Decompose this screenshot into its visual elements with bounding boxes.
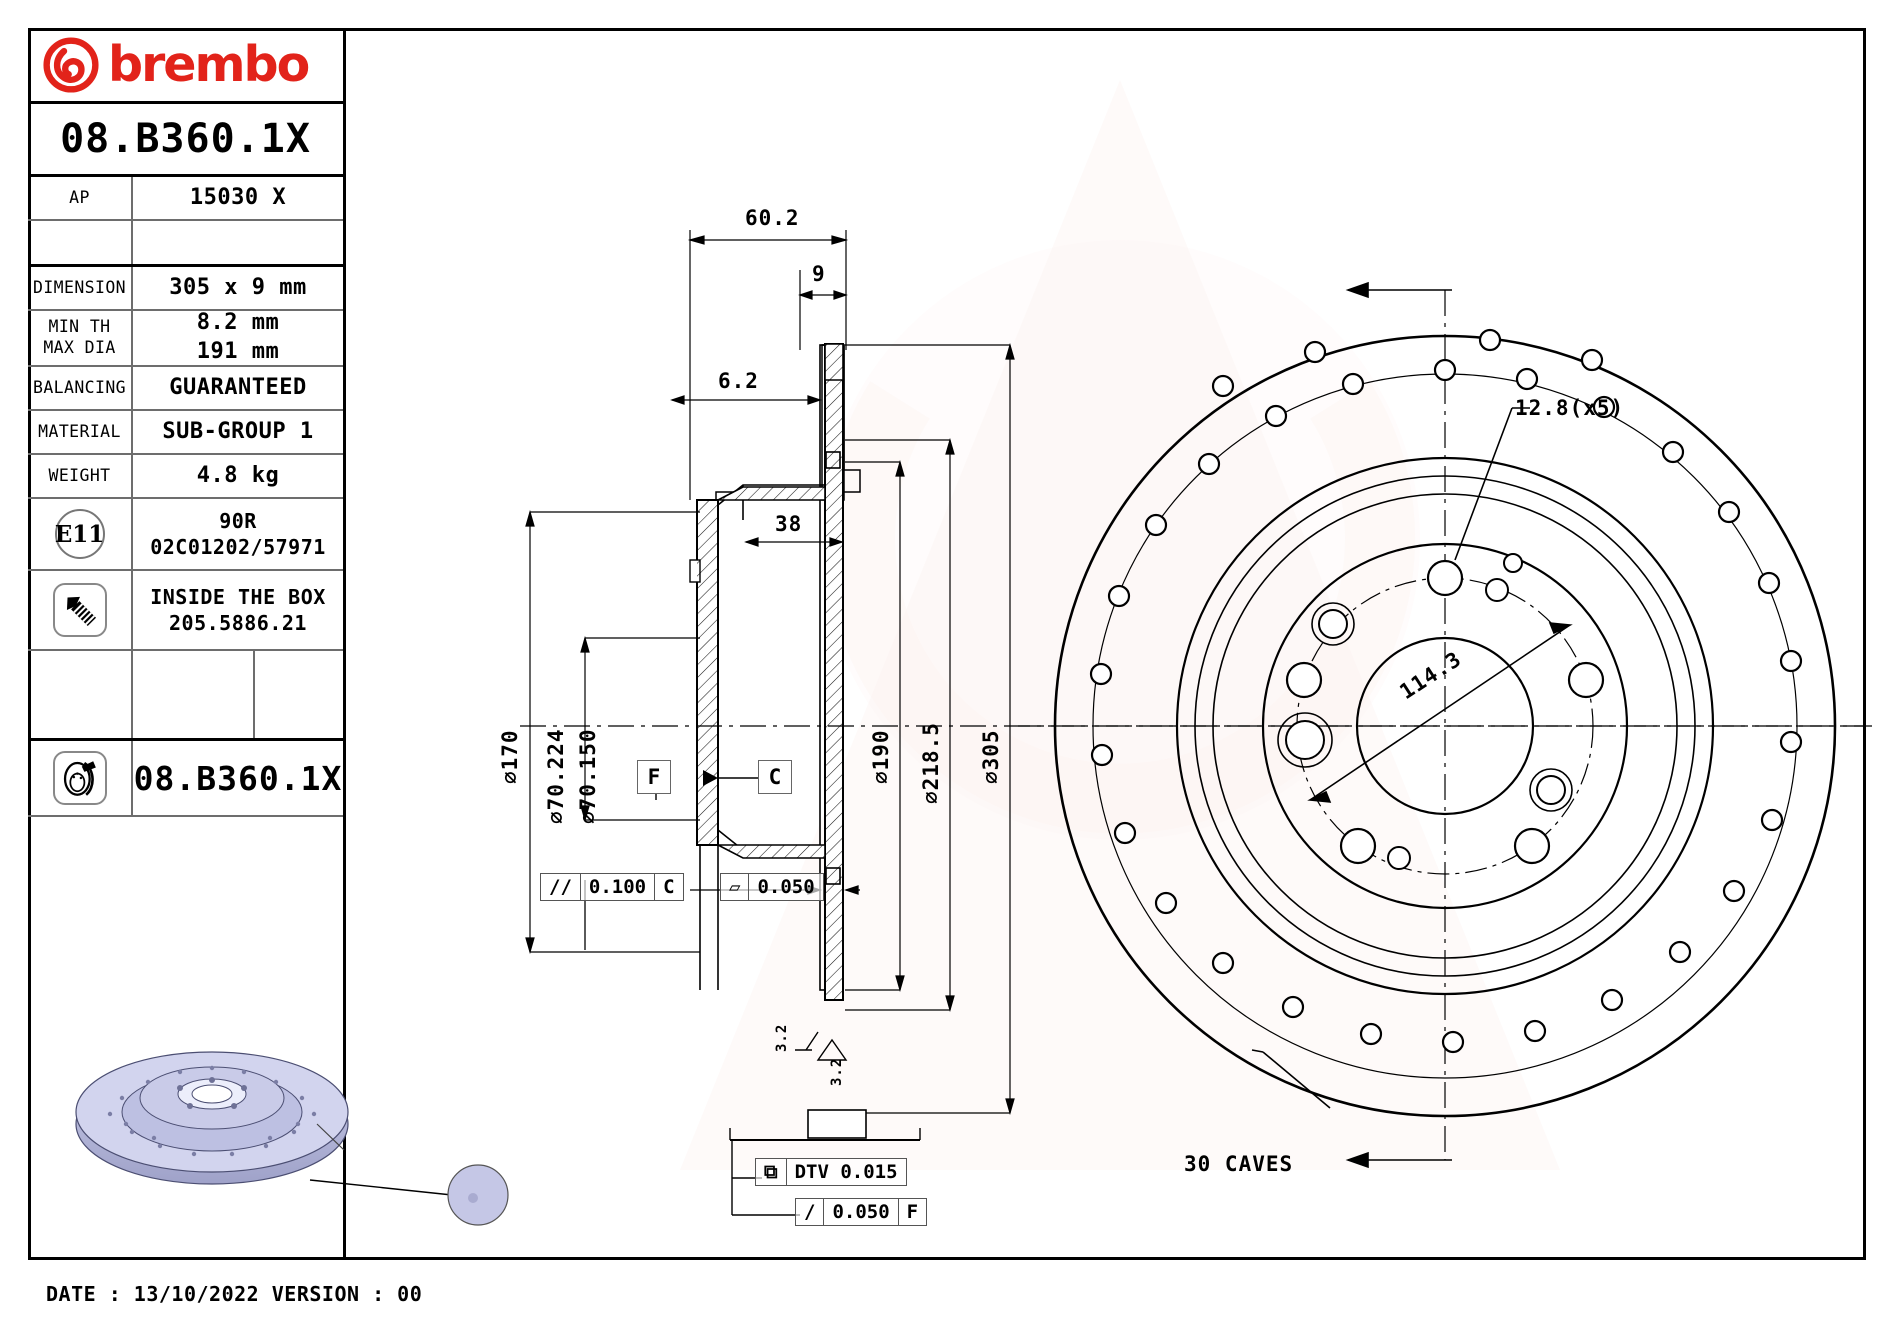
tol-flat-value: 0.050 [757, 876, 815, 898]
dim-dia-190: ⌀190 [869, 729, 893, 784]
brembo-logo-icon [43, 36, 99, 93]
weight-label-cell: WEIGHT [28, 455, 133, 497]
runout-symbol: / [796, 1199, 825, 1225]
brembo-wordmark: brembo [108, 36, 310, 93]
screw-icon-cell [28, 571, 133, 649]
datum-f: F [637, 760, 671, 794]
max-dia-value: 191 mm [196, 339, 280, 364]
row-material: MATERIAL SUB-GROUP 1 [28, 411, 343, 455]
homologation-value-cell: 90R 02C01202/57971 [133, 499, 343, 569]
e11-mark-cell: E11 [28, 499, 133, 569]
dim-pad-thickness: 9 [812, 262, 826, 286]
row-accessory: INSIDE THE BOX 205.5886.21 [28, 571, 343, 651]
weight-value-cell: 4.8 kg [133, 455, 343, 497]
material-value: SUB-GROUP 1 [162, 418, 314, 444]
row-homologation: E11 90R 02C01202/57971 [28, 499, 343, 571]
dim-dia-218-5: ⌀218.5 [919, 722, 943, 804]
balancing-value-cell: GUARANTEED [133, 367, 343, 409]
drawing-frame [28, 28, 1866, 1260]
weight-label: WEIGHT [48, 465, 111, 485]
screw-icon [52, 583, 107, 637]
dimension-value-cell: 305 x 9 mm [133, 267, 343, 309]
dim-dia-70-224: ⌀70.224 [544, 728, 568, 824]
dimension-value: 305 x 9 mm [169, 274, 307, 300]
material-value-cell: SUB-GROUP 1 [133, 411, 343, 453]
accessory-line-1: INSIDE THE BOX [150, 585, 326, 609]
e11-text: E11 [54, 520, 105, 548]
runout-value: 0.050 [824, 1199, 899, 1225]
row-disc-part: 08.B360.1X [28, 741, 343, 817]
ap-value: 15030 X [189, 184, 287, 210]
blank2-value-cell [133, 651, 343, 738]
blank2-label-cell [28, 651, 133, 738]
dim-hat-depth: 38 [775, 512, 803, 536]
disc-icon-cell [28, 741, 133, 815]
datum-c: C [758, 760, 792, 794]
ap-value-cell: 15030 X [133, 177, 343, 219]
weight-value: 4.8 kg [196, 462, 280, 488]
runout-datum: F [906, 1201, 919, 1223]
max-dia-label: MAX DIA [43, 338, 116, 357]
blank-label-cell [28, 221, 133, 264]
accessory-line-2: 205.5886.21 [169, 611, 307, 635]
disc-part-value-cell: 08.B360.1X [133, 741, 343, 815]
dim-overall-width: 60.2 [745, 206, 800, 230]
tolerance-parallelism: // 0.100 C [540, 873, 684, 901]
ap-label-cell: AP [28, 177, 133, 219]
tolerance-dtv: ⧉ DTV 0.015 [755, 1158, 907, 1186]
roughness-1: 3.2 [774, 1023, 790, 1052]
tolerance-flatness: ▱ 0.050 [720, 873, 824, 901]
row-balancing: BALANCING GUARANTEED [28, 367, 343, 411]
dtv-symbol: ⧉ [756, 1159, 787, 1185]
tol-parallel-symbol: // [541, 874, 581, 900]
material-label: MATERIAL [38, 421, 121, 441]
tol-flat-symbol: ▱ [721, 874, 750, 900]
min-th-label: MIN TH [48, 317, 111, 337]
row-dimension: DIMENSION 305 x 9 mm [28, 267, 343, 311]
blank-value-cell [133, 221, 343, 264]
balancing-value: GUARANTEED [169, 374, 307, 400]
tolerance-runout: / 0.050 F [795, 1198, 928, 1226]
roughness-2: 3.2 [829, 1057, 845, 1086]
note-bolt-hole: 12.8(x5) [1515, 396, 1625, 420]
balancing-label-cell: BALANCING [28, 367, 133, 409]
minth-value-cell: 8.2 mm 191 mm [133, 310, 343, 365]
homologation-line-2: 02C01202/57971 [150, 535, 326, 559]
blank2-sub-cell [133, 651, 255, 738]
dimension-label-cell: DIMENSION [28, 267, 133, 309]
part-number-text: 08.B360.1X [60, 116, 311, 162]
ap-label: AP [69, 187, 90, 207]
min-th-value: 8.2 mm [196, 310, 280, 336]
accessory-value-cell: INSIDE THE BOX 205.5886.21 [133, 571, 343, 649]
dim-dia-170: ⌀170 [498, 729, 522, 784]
row-min-th-max-dia: MIN TH MAX DIA 8.2 mm 191 mm [28, 310, 343, 367]
row-ap: AP 15030 X [28, 177, 343, 221]
row-weight: WEIGHT 4.8 kg [28, 455, 343, 499]
minth-label-cell: MIN TH MAX DIA [28, 311, 133, 365]
row-blank-1 [28, 221, 343, 267]
blank2-sub-cell-2 [255, 651, 343, 738]
dimension-label: DIMENSION [32, 277, 126, 297]
tol-parallel-value: 0.100 [581, 874, 656, 900]
brake-disc-icon [52, 751, 107, 805]
row-blank-2 [28, 651, 343, 741]
dtv-value: DTV 0.015 [794, 1161, 898, 1183]
brembo-logo: brembo [28, 28, 343, 104]
balancing-label: BALANCING [32, 377, 126, 397]
part-number-header: 08.B360.1X [28, 104, 343, 177]
title-block: brembo 08.B360.1X AP 15030 X DIMENSION 3… [28, 28, 349, 1260]
dim-dia-305: ⌀305 [979, 729, 1003, 784]
disc-3d-render [75, 1051, 349, 1185]
homologation-line-1: 90R [219, 509, 257, 533]
material-label-cell: MATERIAL [28, 411, 133, 453]
dim-dia-70-150: ⌀70.150 [576, 728, 600, 824]
tol-parallel-datum: C [663, 876, 675, 898]
ece-homologation-icon: E11 [54, 509, 105, 559]
date-version-text: DATE : 13/10/2022 VERSION : 00 [46, 1282, 423, 1306]
note-drilled-holes: 30 CAVES [1184, 1152, 1294, 1176]
dim-hat-step: 6.2 [718, 369, 759, 393]
disc-part-number: 08.B360.1X [133, 758, 343, 798]
